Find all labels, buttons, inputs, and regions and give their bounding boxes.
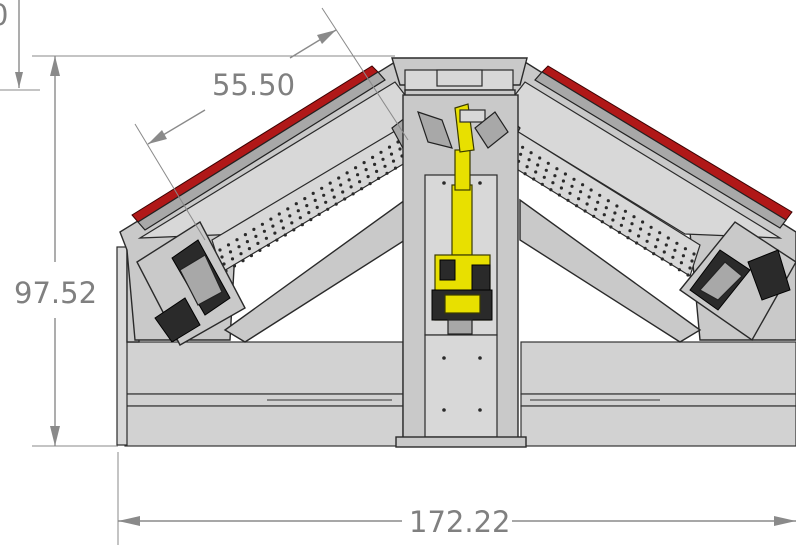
right-base-table xyxy=(520,341,796,447)
dim-top-left-value: 0 xyxy=(0,0,8,32)
right-conveyor-holes xyxy=(506,140,696,277)
dim-height-value: 97.52 xyxy=(14,276,97,310)
dim-width-value: 172.22 xyxy=(409,505,510,539)
welding-robot xyxy=(417,103,509,335)
dimension-width: 172.22 xyxy=(117,452,796,545)
dimension-height: 97.52 xyxy=(14,55,395,447)
right-positioner-arm xyxy=(479,61,796,343)
dimension-diagonal: 55.50 xyxy=(134,7,409,241)
left-positioner-arm xyxy=(119,61,436,346)
left-motor-block xyxy=(136,221,246,346)
right-motor-block xyxy=(678,221,796,342)
left-base-table xyxy=(116,246,404,447)
dimension-top-left: 0 xyxy=(0,0,40,91)
dim-diagonal-value: 55.50 xyxy=(212,68,295,102)
